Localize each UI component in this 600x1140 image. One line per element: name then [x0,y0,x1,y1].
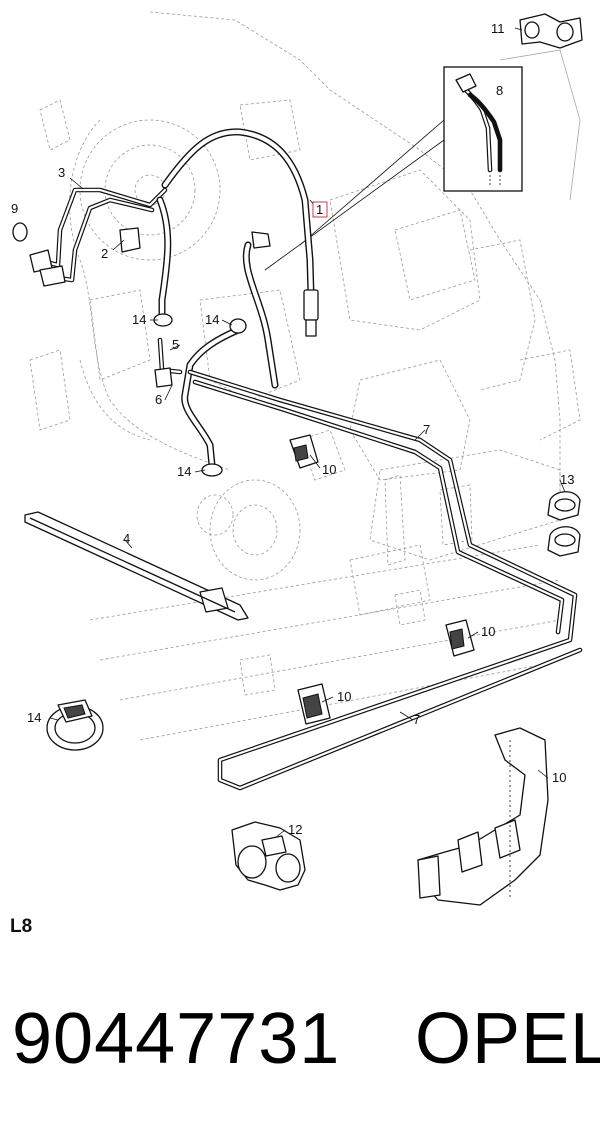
callout-14-c: 14 [177,464,191,479]
callout-14-a: 14 [132,312,146,327]
double-clip-part-12 [231,821,306,891]
retaining-strap-part-4 [24,511,249,621]
callout-10-d: 10 [552,770,566,785]
hose-assembly-part-5-6 [154,231,279,469]
o-ring-part-9 [12,222,28,242]
callout-7-upper: 7 [423,422,430,437]
callout-14-b: 14 [205,312,219,327]
callout-8: 8 [496,83,503,98]
exploded-parts-diagram: 1 2 3 4 5 6 7 7 8 9 10 10 10 10 11 12 13… [11,11,583,906]
callout-7-lower: 7 [413,712,420,727]
pipe-assembly-part-7 [187,369,583,791]
double-clip-part-13 [547,491,581,557]
part-number: 90447731 [12,999,341,1079]
bracket-parts-10 [289,434,549,906]
brand-name: OPEL [415,999,600,1079]
callout-14-d: 14 [27,710,41,725]
engine-background-outline [29,11,581,741]
callout-1: 1 [316,202,323,217]
callout-13: 13 [560,472,574,487]
callout-6: 6 [155,392,162,407]
callout-10-b: 10 [481,624,495,639]
pressure-hose-part-1 [161,128,328,337]
hose-clamp-detail-part-14 [46,699,104,751]
callout-labels: 1 2 3 4 5 6 7 7 8 9 10 10 10 10 11 12 13… [11,21,574,837]
callout-2: 2 [101,246,108,261]
callout-10-c: 10 [337,689,351,704]
hose-clamps-part-14 [153,313,247,477]
callout-12: 12 [288,822,302,837]
callout-leaders [49,27,566,839]
callout-9: 9 [11,201,18,216]
diagram-code-label: L8 [10,916,33,937]
callout-5: 5 [172,337,179,352]
return-hose-part-3 [29,187,172,322]
clip-part-11 [519,13,583,49]
detail-inset-part-8 [264,66,523,271]
callout-10-a: 10 [322,462,336,477]
callout-4: 4 [123,531,130,546]
callout-3: 3 [58,165,65,180]
callout-11: 11 [491,21,505,36]
